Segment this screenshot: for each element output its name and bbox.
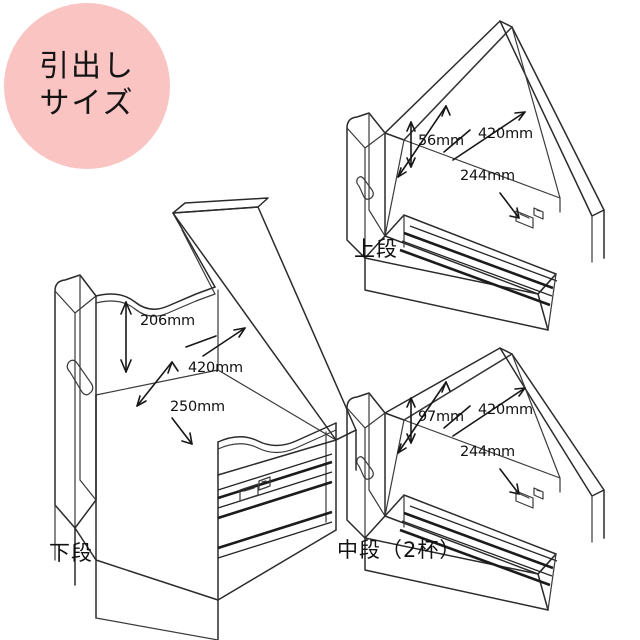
badge-line-2: サイズ	[39, 86, 135, 121]
middle-dim-width: 420mm	[478, 402, 533, 418]
middle-drawer-label: 中段（2杯）	[337, 538, 462, 562]
badge-line-1: 引出し	[39, 49, 135, 85]
lower-dim-height: 206mm	[140, 313, 195, 329]
middle-dim-depth: 244mm	[460, 444, 515, 460]
drawer-lower-illustration	[54, 197, 357, 640]
drawer-upper-dimensions	[397, 105, 526, 219]
upper-dim-width: 420mm	[478, 126, 533, 142]
middle-dim-height: 97mm	[418, 409, 464, 425]
lower-dim-width: 420mm	[188, 360, 243, 376]
drawer-middle-dimensions	[397, 381, 526, 495]
upper-dim-depth: 244mm	[460, 168, 515, 184]
drawer-upper-illustration	[346, 20, 605, 331]
lower-dim-depth: 250mm	[170, 399, 225, 415]
upper-drawer-label: 上段	[354, 237, 398, 261]
drawer-lower-dimensions	[120, 301, 246, 445]
upper-dim-height: 56mm	[418, 133, 464, 149]
drawer-middle-illustration	[346, 347, 605, 611]
lower-drawer-label: 下段	[49, 541, 93, 565]
drawer-size-badge: 引出し サイズ	[4, 3, 170, 169]
